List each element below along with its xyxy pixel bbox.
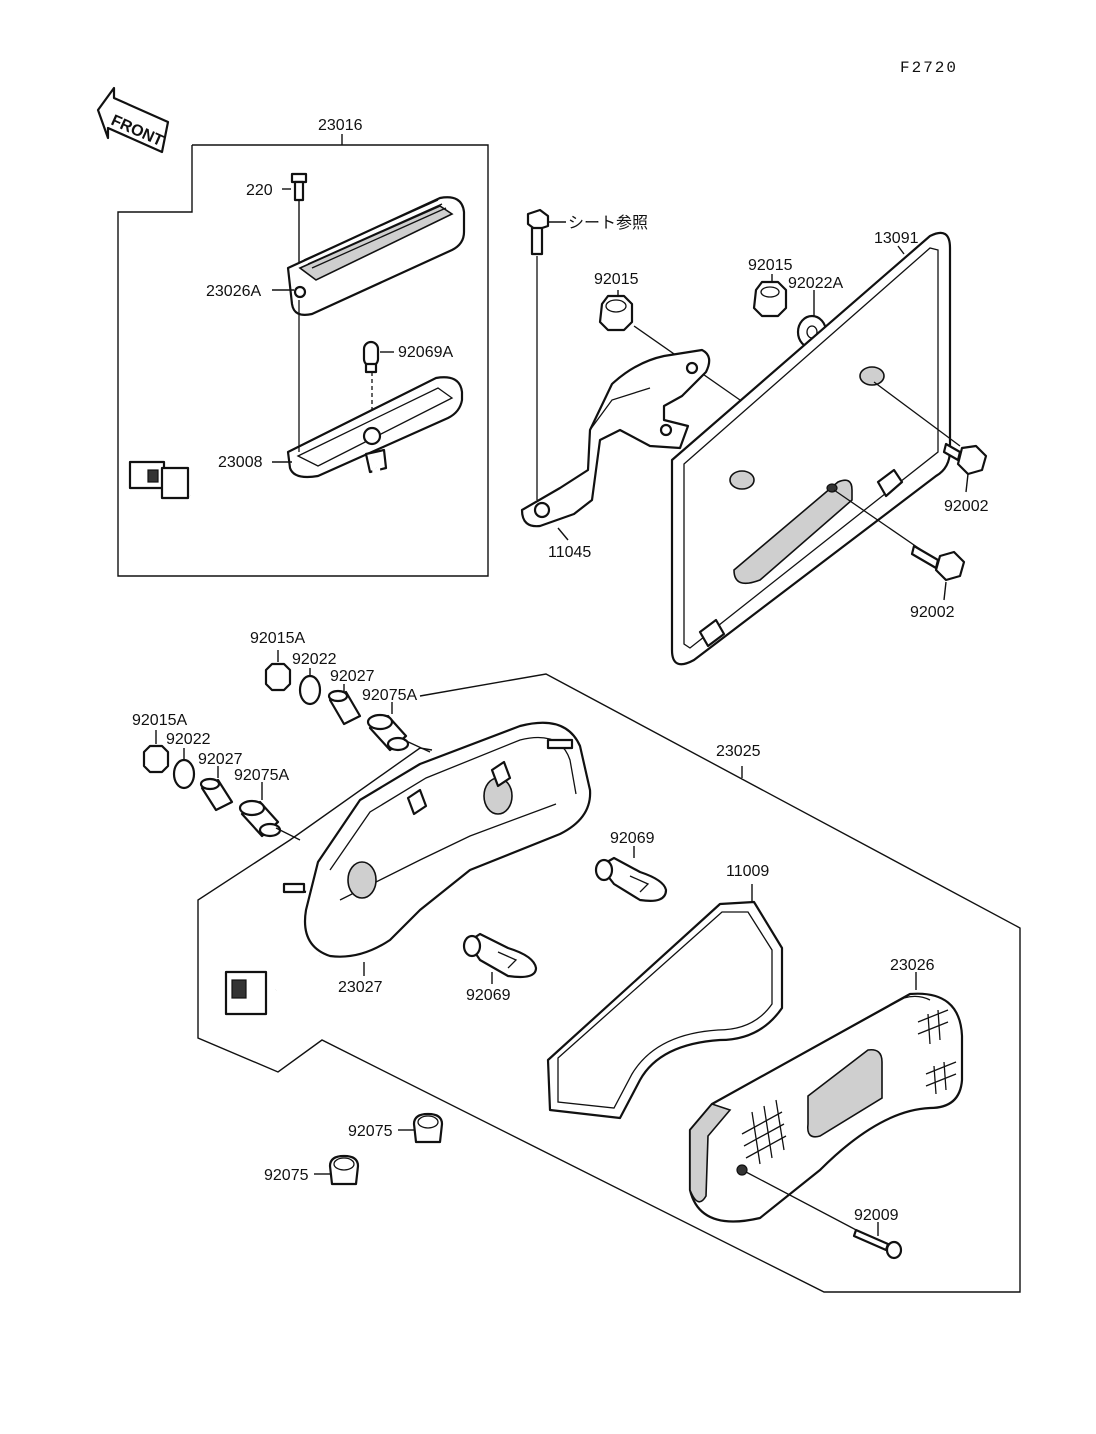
label-220: 220 — [246, 182, 273, 199]
label-92009: 92009 — [854, 1207, 899, 1224]
nut-92015A-left — [142, 730, 170, 774]
bolt-92002-b — [910, 544, 966, 601]
grommet-92075-a — [398, 1112, 444, 1144]
label-seat-ref: シート参照 — [568, 214, 648, 232]
nut-92015-b — [752, 274, 788, 318]
label-92069A: 92069A — [398, 344, 453, 361]
bulb-lower — [462, 932, 538, 984]
gasket — [546, 884, 784, 1120]
label-23026: 23026 — [890, 957, 935, 974]
bracket — [520, 348, 711, 541]
label-92069-upper: 92069 — [610, 830, 655, 847]
label-92002-a: 92002 — [944, 498, 989, 515]
label-11009: 11009 — [726, 863, 769, 880]
label-92015-b: 92015 — [748, 257, 793, 274]
label-92075-b: 92075 — [264, 1167, 309, 1184]
label-92027-top: 92027 — [330, 668, 375, 685]
collar-92027-left — [199, 766, 234, 812]
bulb-upper — [594, 846, 668, 902]
bolt-92002-a — [942, 442, 988, 493]
license-lens — [272, 196, 466, 316]
label-23026A: 23026A — [206, 283, 261, 300]
bulb-small — [362, 340, 394, 430]
diagram-code: F2720 — [900, 59, 958, 77]
label-92075-a: 92075 — [348, 1123, 393, 1140]
label-92075A-left: 92075A — [234, 767, 289, 784]
label-92022-top: 92022 — [292, 651, 337, 668]
tail-housing — [224, 721, 592, 1016]
label-92027-left: 92027 — [198, 751, 243, 768]
label-11045: 11045 — [548, 544, 591, 561]
label-92002-b: 92002 — [910, 604, 955, 621]
label-92015A-left: 92015A — [132, 712, 187, 729]
label-92022A: 92022A — [788, 275, 843, 292]
washer-92022-top — [298, 668, 322, 706]
label-92075A-top: 92075A — [362, 687, 417, 704]
bolt-seat-ref — [526, 208, 566, 500]
license-housing — [128, 300, 464, 527]
front-arrow-icon: FRONT — [96, 86, 170, 154]
tail-light-group-outline — [197, 673, 1021, 1293]
screw-92009 — [852, 1222, 903, 1260]
label-23008: 23008 — [218, 454, 263, 471]
tail-lens — [688, 972, 964, 1233]
label-92015-a: 92015 — [594, 271, 639, 288]
grommet-92075A-left — [238, 782, 301, 841]
license-light-group-outline — [117, 134, 489, 577]
collar-92027-top — [327, 684, 362, 726]
label-23016: 23016 — [318, 117, 363, 134]
label-23027: 23027 — [338, 979, 383, 996]
washer-92022-left — [172, 748, 196, 790]
grommet-92075A-top — [366, 702, 431, 753]
plate-frame — [670, 231, 961, 666]
label-92015A-top: 92015A — [250, 630, 305, 647]
label-13091: 13091 — [874, 230, 919, 247]
label-92022-left: 92022 — [166, 731, 211, 748]
label-92069-lower: 92069 — [466, 987, 511, 1004]
grommet-92075-b — [314, 1154, 360, 1186]
nut-92015A-top — [264, 650, 292, 692]
label-23025: 23025 — [716, 743, 761, 760]
